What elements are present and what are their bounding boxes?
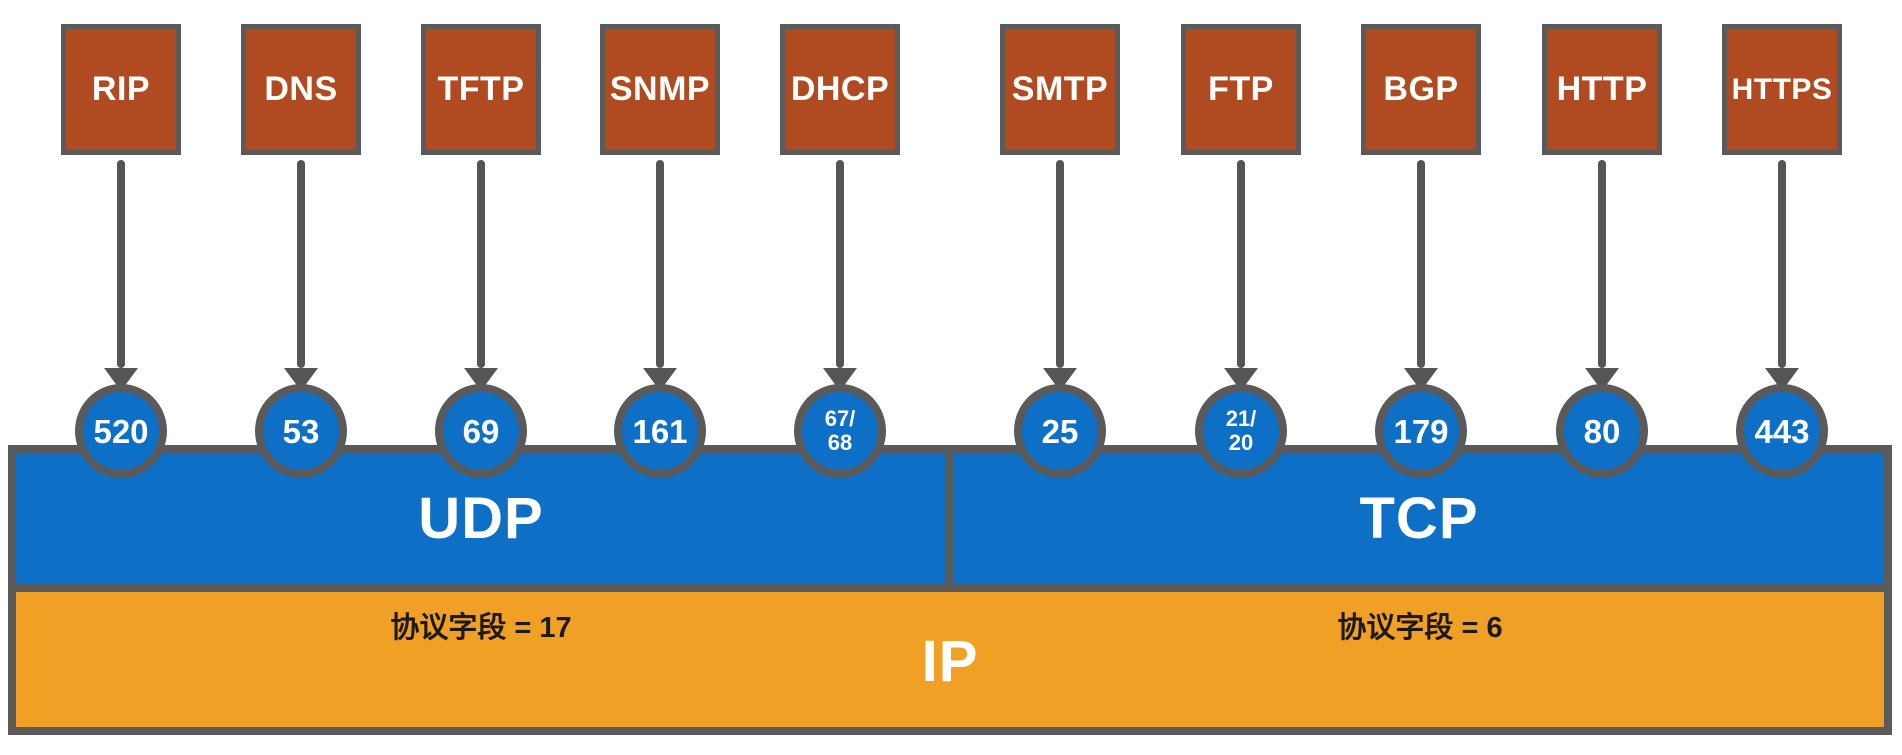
port-number: 25 bbox=[1041, 412, 1079, 450]
udp-label: UDP bbox=[418, 486, 544, 551]
protocol-box-https: HTTPS bbox=[1722, 24, 1842, 155]
protocol-box-dns: DNS bbox=[241, 24, 361, 155]
protocol-column-tftp: TFTP 69 bbox=[421, 24, 541, 484]
protocol-box-smtp: SMTP bbox=[1000, 24, 1120, 155]
arrow-shaft bbox=[1237, 160, 1245, 368]
arrow-shaft bbox=[1417, 160, 1425, 368]
arrow-shaft bbox=[477, 160, 485, 368]
port-badge-dhcp: 67/ 68 bbox=[794, 384, 886, 478]
protocol-column-dns: DNS 53 bbox=[241, 24, 361, 484]
arrow-shaft bbox=[656, 160, 664, 368]
protocol-label: HTTPS bbox=[1731, 72, 1833, 106]
protocol-label: BGP bbox=[1383, 70, 1459, 108]
protocol-label: DNS bbox=[264, 70, 338, 108]
protocol-box-snmp: SNMP bbox=[600, 24, 720, 155]
udp-tcp-divider bbox=[946, 453, 954, 584]
protocol-column-ftp: FTP 21/ 20 bbox=[1181, 24, 1301, 484]
protocol-label: RIP bbox=[91, 70, 151, 108]
protocol-box-rip: RIP bbox=[61, 24, 181, 155]
protocol-column-bgp: BGP 179 bbox=[1361, 24, 1481, 484]
port-number: 161 bbox=[632, 412, 688, 450]
arrow-shaft bbox=[836, 160, 844, 368]
protocol-box-tftp: TFTP bbox=[421, 24, 541, 155]
port-number: 53 bbox=[282, 412, 320, 450]
port-number: 69 bbox=[462, 412, 500, 450]
protocol-label: TFTP bbox=[437, 70, 525, 108]
port-badge-https: 443 bbox=[1736, 384, 1828, 478]
port-number: 80 bbox=[1583, 412, 1621, 450]
port-number: 443 bbox=[1754, 412, 1810, 450]
protocol-column-snmp: SNMP 161 bbox=[600, 24, 720, 484]
port-number: 67/ 68 bbox=[824, 405, 856, 455]
protocol-box-ftp: FTP bbox=[1181, 24, 1301, 155]
arrow-shaft bbox=[1598, 160, 1606, 368]
port-number: 520 bbox=[93, 412, 149, 450]
protocol-column-dhcp: DHCP 67/ 68 bbox=[780, 24, 900, 484]
protocol-label: SMTP bbox=[1011, 70, 1109, 108]
port-badge-tftp: 69 bbox=[435, 384, 527, 478]
udp-protocol-field-note: 协议字段 = 17 bbox=[390, 612, 572, 644]
protocol-box-http: HTTP bbox=[1542, 24, 1662, 155]
port-badge-bgp: 179 bbox=[1375, 384, 1467, 478]
protocol-label: DHCP bbox=[790, 70, 890, 108]
layer-bars: UDP TCP 协议字段 = 17 协议字段 = 6 IP bbox=[8, 445, 1892, 735]
arrow-shaft bbox=[117, 160, 125, 368]
protocol-box-dhcp: DHCP bbox=[780, 24, 900, 155]
protocol-box-bgp: BGP bbox=[1361, 24, 1481, 155]
protocol-label: FTP bbox=[1208, 70, 1274, 108]
udp-segment: UDP bbox=[16, 453, 946, 584]
tcp-label: TCP bbox=[1359, 486, 1479, 551]
protocol-column-https: HTTPS 443 bbox=[1722, 24, 1842, 484]
protocol-label: SNMP bbox=[609, 70, 711, 108]
protocol-column-smtp: SMTP 25 bbox=[1000, 24, 1120, 484]
protocol-column-http: HTTP 80 bbox=[1542, 24, 1662, 484]
tcp-segment: TCP bbox=[954, 453, 1884, 584]
port-number: 179 bbox=[1393, 412, 1449, 450]
port-badge-http: 80 bbox=[1556, 384, 1648, 478]
port-badge-smtp: 25 bbox=[1014, 384, 1106, 478]
port-number: 21/ 20 bbox=[1225, 405, 1257, 455]
arrow-shaft bbox=[1056, 160, 1064, 368]
port-badge-ftp: 21/ 20 bbox=[1195, 384, 1287, 478]
tcp-protocol-field-note: 协议字段 = 6 bbox=[1337, 612, 1503, 644]
protocol-column-rip: RIP 520 bbox=[61, 24, 181, 484]
ip-label: IP bbox=[921, 629, 979, 694]
arrow-shaft bbox=[1778, 160, 1786, 368]
protocol-label: HTTP bbox=[1556, 70, 1648, 108]
port-badge-dns: 53 bbox=[255, 384, 347, 478]
arrow-shaft bbox=[297, 160, 305, 368]
port-badge-snmp: 161 bbox=[614, 384, 706, 478]
port-badge-rip: 520 bbox=[75, 384, 167, 478]
network-layer-bar: 协议字段 = 17 协议字段 = 6 IP bbox=[16, 592, 1884, 727]
transport-layer-bar: UDP TCP bbox=[16, 453, 1884, 592]
